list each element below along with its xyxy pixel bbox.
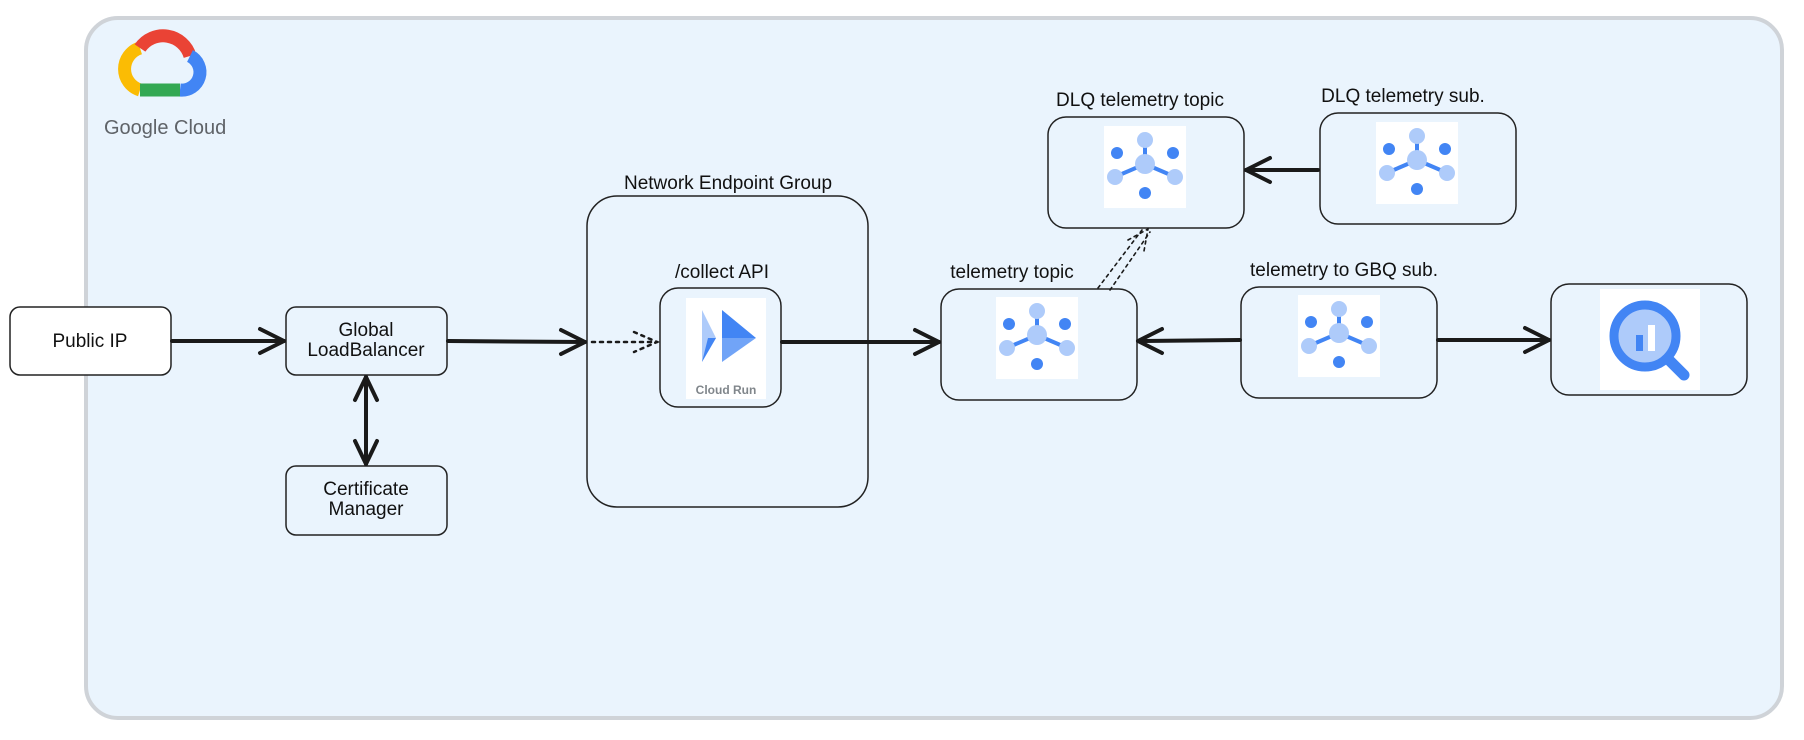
edge-lb-to-neg	[446, 328, 587, 356]
edge-collect-api-to-telemetry-topic	[780, 328, 941, 356]
dlq-sub-title: DLQ telemetry sub.	[1321, 86, 1485, 107]
bigquery-icon	[1600, 289, 1700, 390]
load-balancer-label-line2: LoadBalancer	[307, 340, 425, 361]
certificate-manager-label-line1: Certificate	[323, 479, 409, 500]
pubsub-icon	[1374, 120, 1460, 206]
pubsub-icon	[994, 295, 1080, 381]
edge-gbq-sub-to-telemetry-topic	[1136, 327, 1242, 355]
edge-neg-to-collect-api-dotted	[590, 330, 661, 354]
cloud-run-icon	[686, 298, 766, 399]
neg-title: Network Endpoint Group	[624, 173, 832, 194]
google-cloud-wordmark: Google Cloud	[104, 117, 226, 139]
certificate-manager-node[interactable]	[285, 465, 448, 536]
google-cloud-logo-icon	[118, 29, 207, 97]
pubsub-icon	[1296, 293, 1382, 379]
edge-gbq-sub-to-bigquery	[1436, 326, 1551, 354]
collect-api-title: /collect API	[675, 262, 769, 283]
pubsub-icon	[1102, 124, 1188, 210]
gbq-sub-title: telemetry to GBQ sub.	[1250, 260, 1438, 281]
edge-public-ip-to-lb	[170, 327, 286, 355]
public-ip-label: Public IP	[53, 331, 128, 352]
edge-dlq-sub-to-dlq-topic	[1244, 156, 1320, 184]
telemetry-topic-title: telemetry topic	[950, 262, 1074, 283]
load-balancer-label-line1: Global	[339, 320, 394, 341]
edge-telemetry-topic-to-dlq-dotted	[1097, 227, 1151, 291]
certificate-manager-label-line2: Manager	[329, 499, 405, 520]
edge-lb-cert-bidirectional	[353, 375, 379, 466]
dlq-topic-title: DLQ telemetry topic	[1056, 90, 1224, 111]
cloud-run-caption: Cloud Run	[696, 383, 757, 397]
